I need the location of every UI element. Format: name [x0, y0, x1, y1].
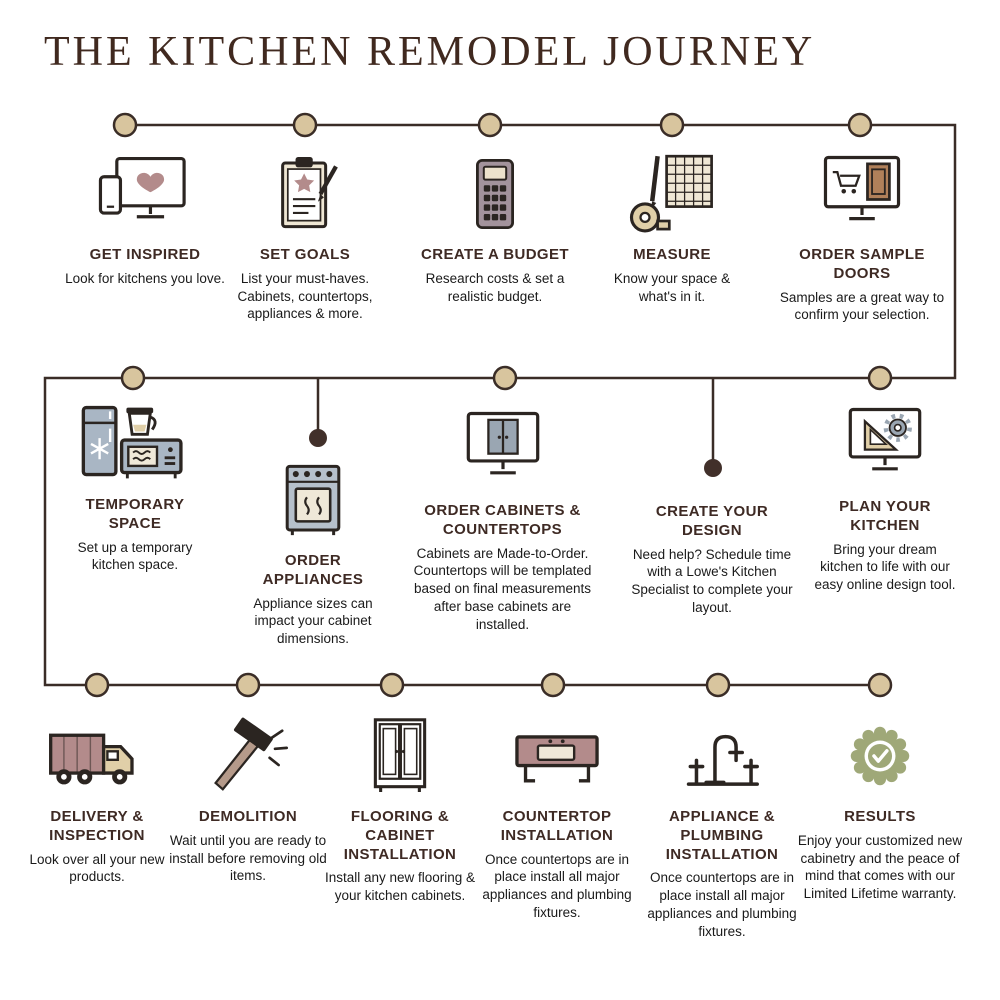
- step-demolition: DEMOLITION Wait until you are ready to i…: [166, 708, 330, 885]
- fridge-microwave-icon: [81, 405, 183, 479]
- step-measure: MEASURE Know your space & what's in it.: [597, 146, 747, 305]
- step-title: COUNTERTOP INSTALLATION: [500, 808, 614, 844]
- tape-measure-icon: [629, 154, 713, 233]
- clipboard-star-icon: [217, 146, 393, 236]
- step-desc: Appliance sizes can impact your cabinet …: [253, 595, 373, 647]
- faucet-icon: [640, 708, 804, 798]
- step-title: DELIVERY & INSPECTION: [49, 808, 145, 844]
- cabinet-monitor-icon: [410, 402, 595, 492]
- calculator-icon: [407, 146, 583, 236]
- design-tool-monitor-icon: [848, 407, 922, 471]
- delivery-truck-icon: [17, 708, 177, 798]
- step-desc: Enjoy your customized new cabinetry and …: [797, 832, 963, 902]
- step-plan-your-kitchen: PLAN YOUR KITCHEN Bring your dream kitch…: [810, 398, 960, 594]
- step-title: APPLIANCE & PLUMBING INSTALLATION: [665, 808, 779, 863]
- step-results: RESULTS Enjoy your customized new cabine…: [788, 708, 972, 903]
- delivery-truck-icon: [49, 733, 134, 785]
- step-desc: Need help? Schedule time with a Lowe's K…: [631, 546, 793, 615]
- sledgehammer-icon: [166, 708, 330, 798]
- step-desc: Cabinets are Made-to-Order. Countertops …: [413, 545, 592, 632]
- faucet-icon: [686, 734, 759, 786]
- clipboard-star-icon: [281, 157, 338, 229]
- step-desc: Look for kitchens you love.: [65, 270, 225, 286]
- sample-door-monitor-icon: [823, 155, 901, 221]
- tape-measure-icon: [597, 146, 747, 236]
- step-order-appliances: ORDER APPLIANCES Appliance sizes can imp…: [238, 452, 388, 648]
- warranty-badge-icon: [788, 708, 972, 798]
- step-order-sample-doors: ORDER SAMPLE DOORS Samples are a great w…: [775, 146, 949, 324]
- step-desc: List your must-haves. Cabinets, countert…: [237, 270, 373, 322]
- design-tool-monitor-icon: [810, 398, 960, 488]
- step-delivery-inspection: DELIVERY & INSPECTION Look over all your…: [17, 708, 177, 886]
- monitor-heart-icon: [63, 146, 227, 236]
- fridge-microwave-icon: [58, 396, 212, 486]
- step-appliance-plumbing-installation: APPLIANCE & PLUMBING INSTALLATION Once c…: [640, 708, 804, 941]
- warranty-badge-icon: [850, 726, 910, 786]
- step-title: CREATE A BUDGET: [421, 246, 569, 263]
- step-title: TEMPORARY SPACE: [85, 496, 185, 532]
- step-title: MEASURE: [633, 246, 711, 263]
- cabinet-monitor-icon: [466, 411, 539, 475]
- step-title: DEMOLITION: [198, 808, 298, 825]
- step-countertop-installation: COUNTERTOP INSTALLATION Once countertops…: [475, 708, 639, 922]
- sample-door-monitor-icon: [775, 146, 949, 236]
- step-title: ORDER CABINETS & COUNTERTOPS: [424, 502, 581, 538]
- step-temporary-space: TEMPORARY SPACE Set up a temporary kitch…: [58, 396, 212, 574]
- step-title: ORDER SAMPLE DOORS: [799, 246, 925, 282]
- step-title: ORDER APPLIANCES: [262, 552, 364, 588]
- step-title: SET GOALS: [259, 246, 351, 263]
- step-title: GET INSPIRED: [89, 246, 201, 263]
- step-title: CREATE YOUR DESIGN: [655, 503, 769, 539]
- step-desc: Once countertops are in place install al…: [647, 870, 797, 939]
- oven-icon: [285, 464, 341, 536]
- step-desc: Research costs & set a realistic budget.: [425, 270, 565, 304]
- step-desc: Set up a temporary kitchen space.: [77, 539, 193, 573]
- cabinet-icon: [320, 708, 480, 798]
- step-title: FLOORING & CABINET INSTALLATION: [343, 808, 457, 863]
- step-desc: Samples are a great way to confirm your …: [779, 289, 945, 323]
- step-get-inspired: GET INSPIRED Look for kitchens you love.: [63, 146, 227, 288]
- step-set-goals: SET GOALS List your must-haves. Cabinets…: [217, 146, 393, 323]
- oven-icon: [238, 452, 388, 542]
- step-create-a-budget: CREATE A BUDGET Research costs & set a r…: [407, 146, 583, 305]
- step-desc: Look over all your new products.: [29, 851, 165, 885]
- step-title: PLAN YOUR KITCHEN: [839, 498, 931, 534]
- step-desc: Know your space & what's in it.: [613, 270, 731, 304]
- sledgehammer-icon: [214, 717, 289, 791]
- step-desc: Install any new flooring & your kitchen …: [324, 870, 476, 904]
- countertop-sink-icon: [515, 735, 599, 783]
- step-order-cabinets-countertops: ORDER CABINETS & COUNTERTOPS Cabinets ar…: [410, 402, 595, 634]
- page-title: THE KITCHEN REMODEL JOURNEY: [44, 29, 816, 75]
- step-desc: Bring your dream kitchen to life with ou…: [814, 541, 956, 593]
- step-create-your-design: CREATE YOUR DESIGN Need help? Schedule t…: [630, 503, 794, 617]
- step-desc: Once countertops are in place install al…: [482, 851, 632, 920]
- cabinet-icon: [373, 718, 427, 792]
- step-title: RESULTS: [844, 808, 916, 825]
- step-flooring-cabinet-installation: FLOORING & CABINET INSTALLATION Install …: [320, 708, 480, 905]
- calculator-icon: [476, 159, 514, 229]
- countertop-sink-icon: [475, 708, 639, 798]
- step-desc: Wait until you are ready to install befo…: [169, 832, 327, 884]
- monitor-heart-icon: [98, 156, 186, 219]
